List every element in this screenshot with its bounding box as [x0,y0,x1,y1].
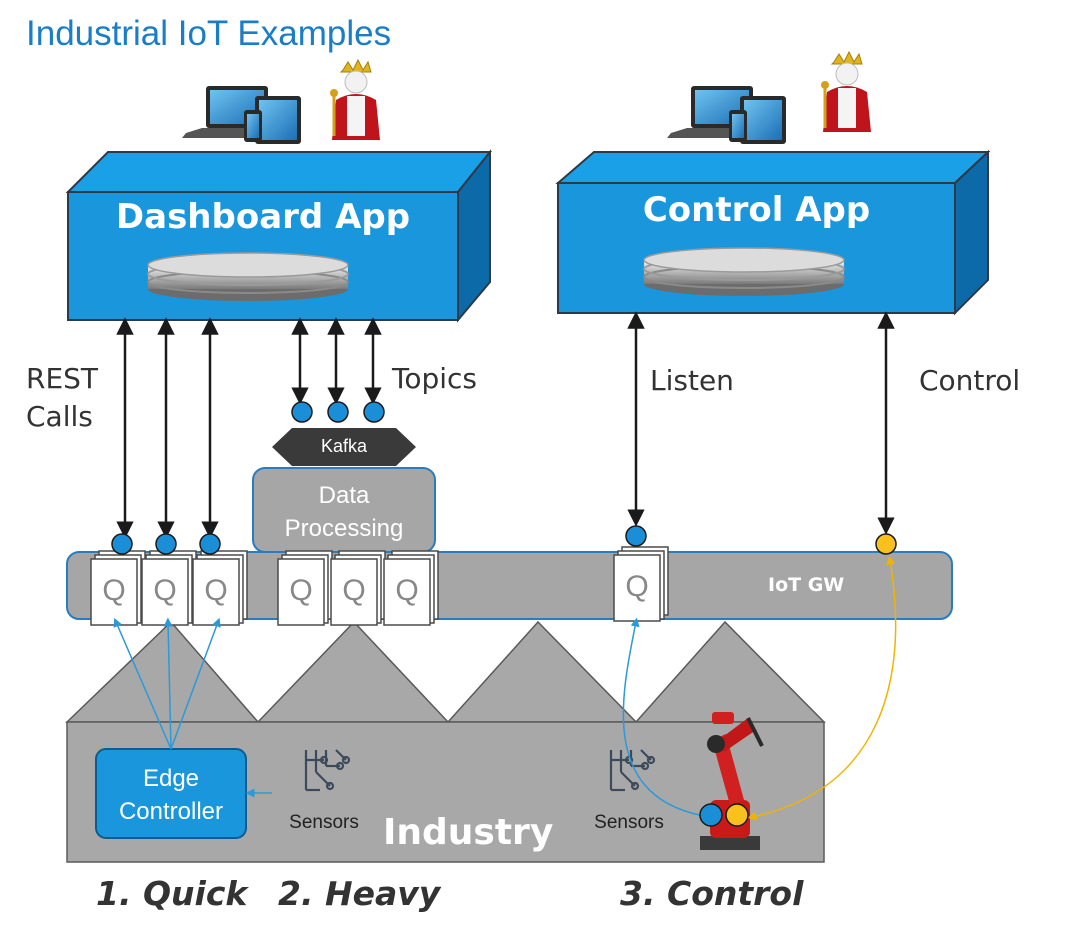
scenario-heavy: 2. Heavy [278,874,441,913]
topic-arrows [291,317,382,405]
queue-letter: Q [342,574,366,607]
control-node [875,533,897,555]
kafka-label: Kafka [320,436,368,456]
sensors-label: Sensors [289,812,359,833]
rest-calls-label: REST Calls [26,362,99,433]
dashboard-app-box [65,149,493,323]
king-figure-icon [821,50,871,132]
queue-letter: Q [395,574,419,607]
control-label: Control [919,364,1021,397]
king-figure-icon [330,58,380,140]
robot-listen-node [699,803,723,827]
database-disk-icon [643,247,845,296]
queue-letter: Q [204,574,228,607]
laptop-devices-icon [182,86,301,144]
kafka-broker-shape [272,428,416,466]
robot-control-node [725,803,749,827]
dashboard-app-title: Dashboard App [115,197,411,237]
edge-feed-arrows [113,617,272,798]
control-app-title: Control App [642,190,871,230]
listen-label: Listen [650,364,734,397]
industry-label: Industry [383,812,554,853]
iot-gw-label: IoT GW [768,574,845,596]
listen-feedback-curve [622,617,711,818]
topics-label: Topics [392,362,478,395]
queue-letter: Q [102,574,126,607]
queue-documents [90,546,669,626]
database-disk-icon [147,252,349,301]
page-title: Industrial IoT Examples [26,14,392,53]
queue-letter: Q [625,570,649,603]
scenario-quick: 1. Quick [96,874,248,913]
circuit-sensor-icon [304,749,351,792]
sensors-label: Sensors [594,812,664,833]
topic-nodes [111,401,647,555]
circuit-sensor-icon [609,749,656,792]
scenario-control: 3. Control [620,874,804,913]
laptop-devices-icon [667,86,786,144]
rest-call-arrows [116,317,219,539]
edge-controller-label: Edge Controller [118,765,224,825]
data-processing-label: Data Processing [284,482,404,542]
queue-letter: Q [289,574,313,607]
control-feedback-curve [747,555,897,821]
queue-letter: Q [153,574,177,607]
